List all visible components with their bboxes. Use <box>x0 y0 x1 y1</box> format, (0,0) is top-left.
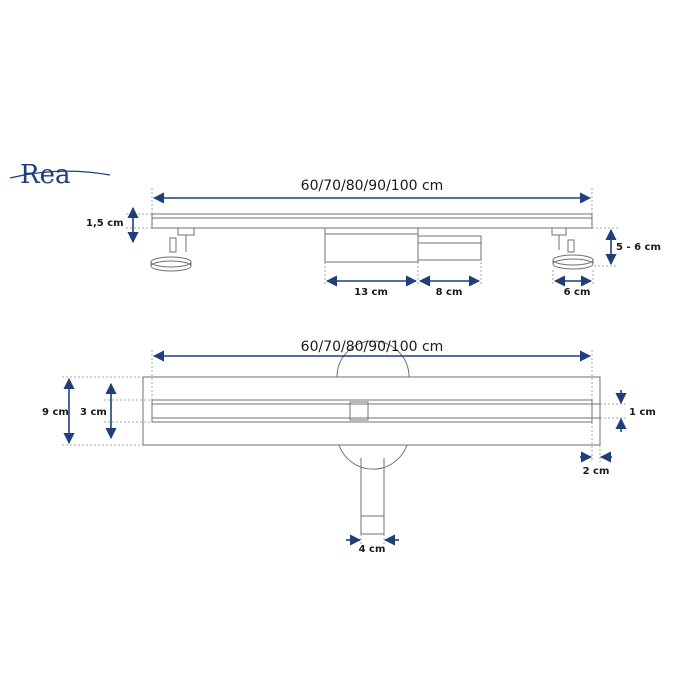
top-width-label: 9 cm <box>42 407 69 418</box>
side-channel-body <box>151 213 593 229</box>
siphon-circle-top <box>336 340 410 378</box>
side-dimension-arrows <box>127 192 617 287</box>
top-outer-frame <box>142 376 601 446</box>
left-adjustable-foot <box>150 227 195 272</box>
side-extension-lines <box>126 188 618 284</box>
slot-label: 1 cm <box>629 407 656 418</box>
pipe-diameter-label: 4 cm <box>359 544 386 555</box>
top-channel <box>151 399 593 423</box>
outlet-pipe <box>417 235 482 261</box>
rea-logo: Rea <box>9 160 111 190</box>
siphon-circle-bottom <box>338 444 408 470</box>
logo-text: Rea <box>20 160 70 190</box>
right-adjustable-foot <box>551 227 594 270</box>
top-slot <box>591 403 601 419</box>
leg-height-label: 5 - 6 cm <box>616 242 661 253</box>
top-view <box>142 340 601 535</box>
drain-pipe <box>360 458 385 535</box>
side-view <box>150 213 594 272</box>
siphon-body <box>324 233 419 263</box>
foot-width-label: 6 cm <box>564 287 591 298</box>
top-length-label: 60/70/80/90/100 cm <box>301 339 444 355</box>
side-length-label: 60/70/80/90/100 cm <box>301 178 444 194</box>
top-extension-lines <box>62 350 628 546</box>
body-width-label: 13 cm <box>354 287 388 298</box>
side-height-label: 1,5 cm <box>86 218 124 229</box>
channel-width-label: 3 cm <box>80 407 107 418</box>
end-gap-label: 2 cm <box>583 466 610 477</box>
outlet-width-label: 8 cm <box>436 287 463 298</box>
top-dimension-arrows <box>63 350 627 546</box>
